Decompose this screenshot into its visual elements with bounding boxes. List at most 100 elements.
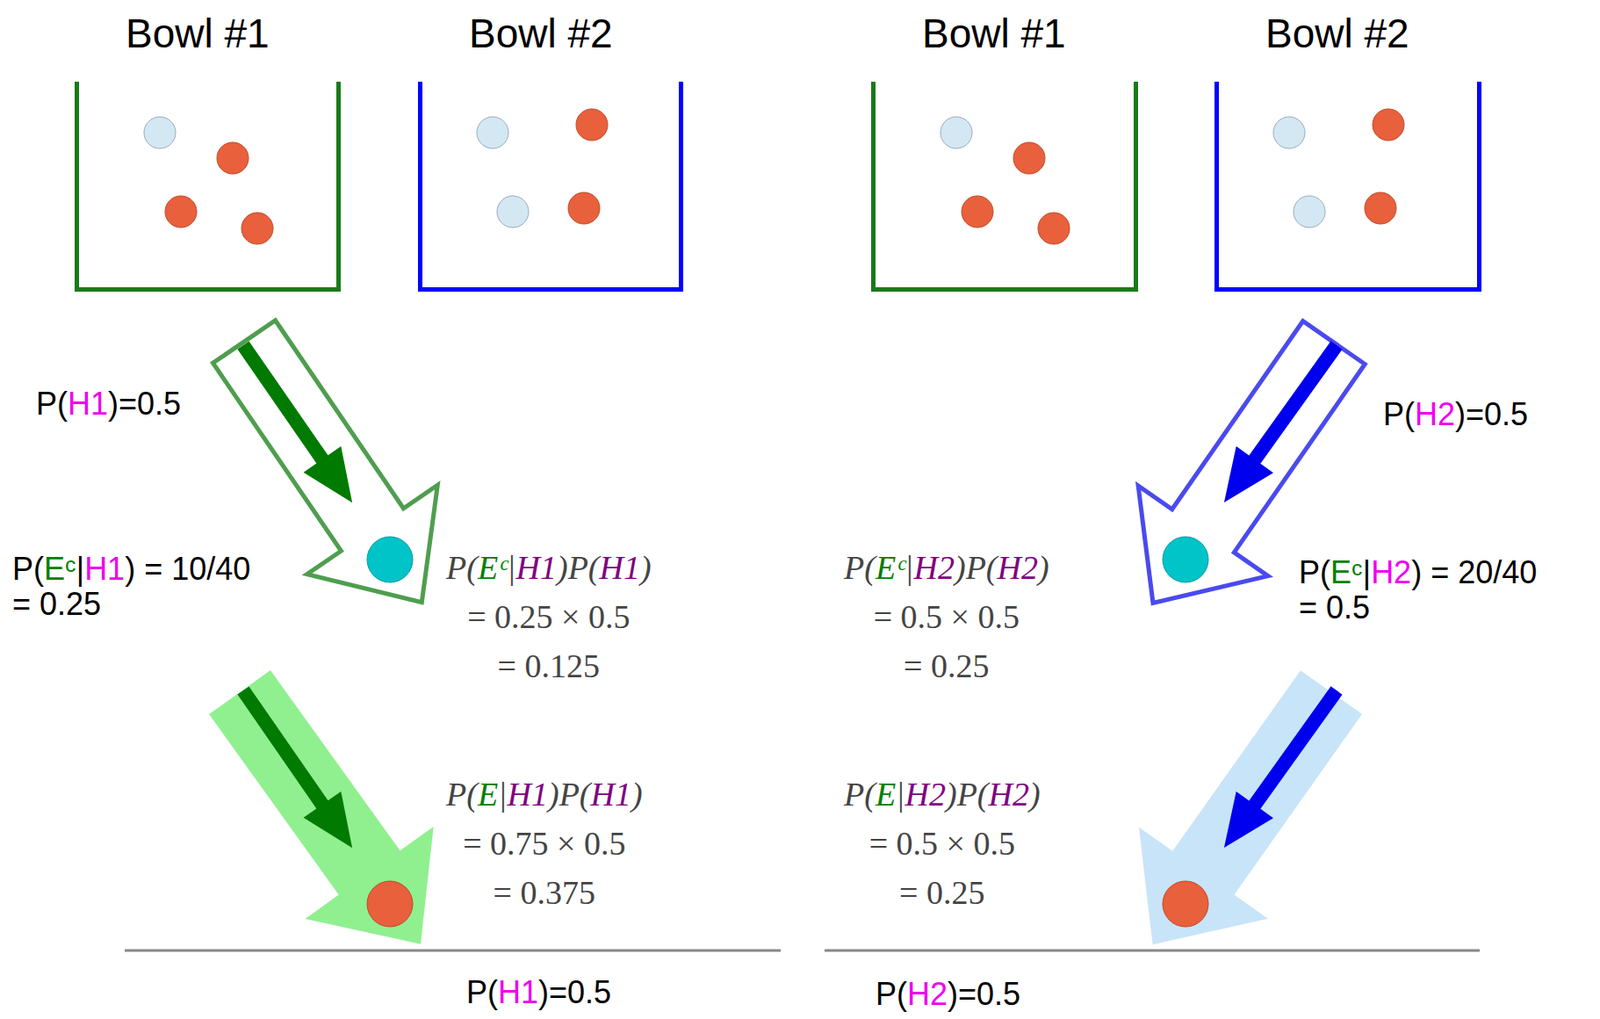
blue-ball [1273, 116, 1305, 149]
text-part: H2 [905, 775, 946, 813]
text-line: P(Eᶜ|H1)P(H1) [446, 542, 652, 592]
draw-arrow [224, 677, 372, 861]
text-part: = 0.75 × 0.5 [462, 824, 626, 862]
text-line: #1 [213, 10, 270, 57]
red-ball [367, 880, 413, 927]
text-part: Eᶜ [875, 548, 905, 586]
text-line: P(E|H1)P(H1) [446, 769, 643, 819]
blue-ball [144, 116, 176, 149]
text-part: H2 [1414, 396, 1456, 433]
text-part: H2 [988, 775, 1030, 813]
cyan-ball [1162, 536, 1209, 583]
text-part: = 0.5 × 0.5 [873, 598, 1020, 635]
probability-label: P(H1)=0.5 [463, 974, 614, 1010]
text-part: H2 [997, 548, 1038, 586]
text-part: | [506, 548, 516, 586]
text-part: P( [843, 548, 876, 586]
blue-ball [497, 195, 529, 228]
red-ball [241, 212, 274, 245]
text-line: Bowl [468, 10, 557, 57]
text-part: P( [446, 548, 478, 586]
red-ball [568, 192, 600, 224]
text-part: = 0.125 [497, 647, 600, 685]
text-part: P( [446, 775, 478, 813]
text-part: | [904, 548, 914, 586]
red-ball [1372, 108, 1405, 141]
text-part: = 0.25 [12, 585, 101, 622]
text-line: P(H2)=0.5 [1383, 396, 1528, 433]
text-part: H1 [497, 973, 539, 1010]
text-line: = 0.5 × 0.5 [843, 591, 1050, 642]
probability-label: P(Eᶜ|H2) = 20/40 = 0.5 [1296, 554, 1540, 626]
text-part: H2 [914, 548, 955, 586]
cyan-ball [367, 536, 413, 583]
text-part: )=0.5 [538, 973, 612, 1010]
text-line: = 0.125 [446, 641, 652, 691]
draw-arrow-filled [1088, 646, 1396, 990]
text-line: Bowl [125, 10, 214, 57]
formula-label: P(Eᶜ|H2)P(H2) = 0.5 × 0.5 = 0.25 [841, 542, 1053, 691]
text-part: )=0.5 [108, 385, 181, 422]
text-part: | [1362, 554, 1371, 591]
text-part: H2 [907, 975, 948, 1012]
text-line: = 0.75 × 0.5 [446, 818, 643, 868]
blue-ball [1293, 195, 1326, 228]
text-part: ) [1029, 775, 1041, 813]
text-part: #2 [1353, 10, 1410, 57]
text-part: )P( [945, 775, 989, 813]
text-part: ) [1037, 548, 1050, 586]
text-line: #2 [1353, 10, 1410, 57]
red-ball [1162, 880, 1209, 927]
probability-label: P(H1)=0.5 [33, 386, 184, 422]
bowl-outline [420, 81, 682, 290]
text-part: H1 [84, 550, 125, 587]
text-part: = 0.5 [1298, 589, 1370, 626]
draw-arrow [224, 331, 372, 516]
text-part: P( [466, 973, 498, 1010]
text-part: )P( [556, 548, 600, 586]
text-part: P( [12, 550, 44, 587]
bowl-label: Bowl #2 [1265, 8, 1410, 58]
text-part: Bowl [922, 10, 1010, 57]
text-part: | [895, 775, 905, 813]
text-part: H1 [590, 775, 632, 813]
text-line: Bowl [1265, 10, 1354, 57]
text-part: ) = 10/40 [124, 550, 251, 587]
formula-label: P(Eᶜ|H1)P(H1) = 0.25 × 0.5 = 0.125 [443, 542, 655, 691]
text-line: = 0.25 × 0.5 [446, 591, 652, 642]
text-part: H1 [516, 548, 557, 586]
bowl: Bowl #1 [871, 8, 1139, 292]
text-part: H2 [1370, 554, 1412, 591]
text-part: E [875, 775, 896, 813]
text-line: = 0.25 [843, 867, 1041, 917]
text-part: = 0.25 [899, 873, 985, 911]
text-part: H1 [507, 775, 548, 813]
fraction-bar [124, 949, 781, 952]
text-line: = 0.375 [446, 867, 643, 917]
bowl-outline [1217, 81, 1480, 290]
text-part: Bowl [1265, 10, 1354, 57]
text-line: = 0.25 [843, 641, 1050, 691]
text-part: H1 [67, 385, 109, 422]
text-part: Bowl [125, 10, 214, 57]
bowl: Bowl #1 [74, 8, 341, 292]
text-part: ) [631, 775, 643, 813]
text-part: P( [875, 975, 908, 1012]
text-part: H1 [599, 548, 641, 586]
draw-arrow-outline [1088, 297, 1399, 649]
text-line: P(E|H2)P(H2) [843, 769, 1041, 819]
probability-label: P(H2)=0.5 [1380, 396, 1531, 433]
red-ball [576, 108, 608, 141]
text-line: = 0.5 [1298, 590, 1537, 626]
text-part: Bowl [468, 10, 557, 57]
red-ball [1037, 212, 1070, 245]
text-part: )=0.5 [1455, 396, 1528, 433]
red-ball [216, 142, 249, 174]
bowl-label: Bowl #1 [125, 8, 270, 58]
probability-label: P(H2)=0.5 [872, 976, 1024, 1012]
text-part: P( [1383, 396, 1415, 433]
text-line: P(Eᶜ|H1) = 10/40 [12, 551, 251, 587]
text-part: Eᶜ [477, 548, 507, 586]
